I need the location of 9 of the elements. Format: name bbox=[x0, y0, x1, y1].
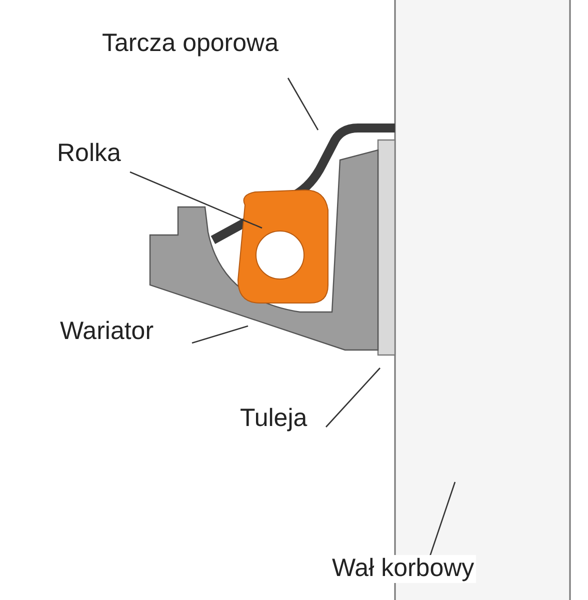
leader-line bbox=[192, 325, 248, 344]
leader-line bbox=[130, 171, 262, 229]
leader-line bbox=[429, 482, 456, 556]
leader-line bbox=[287, 78, 319, 130]
bushing bbox=[377, 139, 396, 356]
part-label: Tuleja bbox=[238, 405, 310, 432]
part-label: Wał korbowy bbox=[330, 555, 476, 582]
leader-line bbox=[326, 368, 380, 428]
roller bbox=[238, 190, 328, 304]
